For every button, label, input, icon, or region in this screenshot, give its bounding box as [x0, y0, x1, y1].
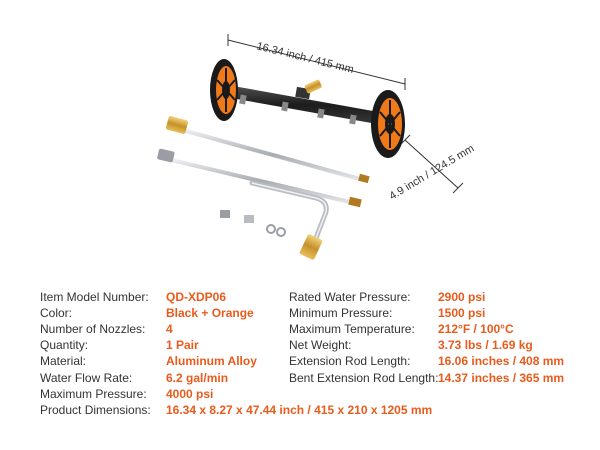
accessories [220, 210, 286, 237]
spec-label: Net Weight: [289, 338, 352, 352]
rod-fitting [157, 148, 175, 163]
spec-value: 1500 psi [438, 306, 486, 320]
nozzle [239, 94, 247, 105]
nozzle-accessory [244, 215, 254, 223]
extension-rod-1 [165, 116, 370, 184]
spec-value: 212°F / 100°C [438, 322, 514, 336]
spec-value: 4 [166, 322, 173, 336]
nozzle-accessory [220, 210, 230, 218]
quick-coupler [165, 116, 189, 134]
left-wheel [210, 59, 238, 121]
spray-bar [220, 84, 390, 126]
nozzle [317, 108, 325, 119]
spec-label: Minimum Pressure: [289, 306, 393, 320]
spec-value: 4000 psi [166, 387, 214, 401]
o-ring [276, 227, 286, 237]
plug-fitting [348, 196, 362, 208]
length-dimension-label: 16.34 inch / 415 mm [255, 40, 355, 76]
specifications: Item Model Number: QD-XDP06 Color: Black… [0, 289, 600, 439]
spec-value: 3.73 lbs / 1.69 kg [438, 338, 533, 352]
spec-label: Water Flow Rate: [40, 371, 133, 385]
spec-label: Material: [40, 354, 87, 368]
spec-value: 6.2 gal/min [166, 371, 229, 385]
product-drawing: 16.34 inch / 415 mm 4.9 inch / 124.5 mm [157, 34, 476, 260]
extension-rod-2 [157, 148, 362, 208]
spec-label: Rated Water Pressure: [289, 290, 411, 304]
o-ring [266, 224, 276, 234]
product-illustration: 16.34 inch / 415 mm 4.9 inch / 124.5 mm [157, 34, 476, 260]
spec-label: Extension Rod Length: [289, 354, 411, 368]
quick-coupler [299, 234, 323, 260]
spec-label: Bent Extension Rod Length: [289, 371, 439, 385]
spec-value: Aluminum Alloy [166, 354, 257, 368]
plug-fitting [358, 173, 370, 184]
spec-label: Maximum Temperature: [289, 322, 415, 336]
spec-label: Quantity: [40, 338, 89, 352]
nozzle [281, 101, 289, 112]
inlet-coupler [304, 79, 322, 94]
right-wheel [371, 90, 405, 158]
bent-extension-rod [249, 180, 329, 260]
spec-value: 2900 psi [438, 290, 486, 304]
spec-label: Item Model Number: [40, 290, 149, 304]
spec-label: Product Dimensions: [40, 403, 151, 417]
spec-value: 16.34 x 8.27 x 47.44 inch / 415 x 210 x … [166, 403, 433, 417]
spec-label: Color: [40, 306, 73, 320]
spec-value: 16.06 inches / 408 mm [438, 354, 565, 368]
spec-value: 14.37 inches / 365 mm [438, 371, 565, 385]
spec-label: Maximum Pressure: [40, 387, 147, 401]
spec-value: QD-XDP06 [166, 290, 227, 304]
nozzle [349, 114, 357, 125]
spec-value: 1 Pair [166, 338, 199, 352]
surface-cleaner [210, 59, 405, 158]
spec-value: Black + Orange [166, 306, 254, 320]
width-dimension-label: 4.9 inch / 124.5 mm [387, 143, 476, 203]
spec-label: Number of Nozzles: [40, 322, 146, 336]
